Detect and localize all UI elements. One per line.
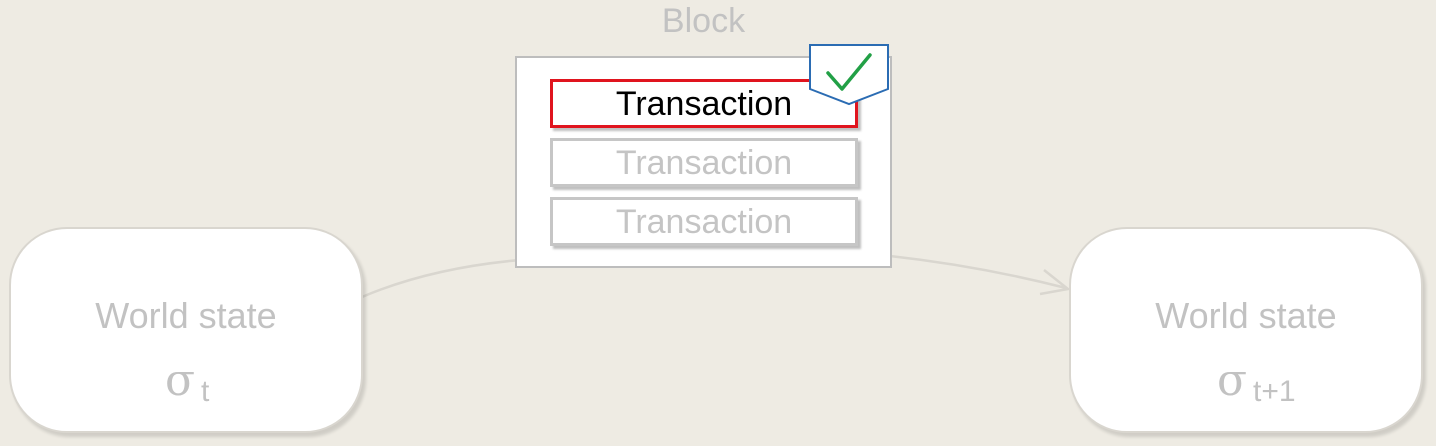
transaction-pending: Transaction — [550, 197, 858, 246]
world-state-next: World state σ t+1 — [1069, 227, 1423, 433]
world-state-current-title: World state — [95, 295, 277, 336]
sigma-symbol: σ — [165, 355, 196, 406]
transaction-verified: Transaction — [550, 79, 858, 128]
checkmark-icon — [809, 44, 889, 106]
world-state-current: World state σ t — [9, 227, 363, 433]
transaction-pending: Transaction — [550, 138, 858, 187]
sigma-subscript: t — [201, 375, 210, 408]
arrowhead-icon — [1039, 269, 1071, 296]
sigma-subscript: t+1 — [1253, 375, 1296, 408]
block-label: Block — [661, 2, 746, 40]
world-state-next-title: World state — [1155, 295, 1337, 336]
sigma-symbol: σ — [1217, 355, 1248, 406]
